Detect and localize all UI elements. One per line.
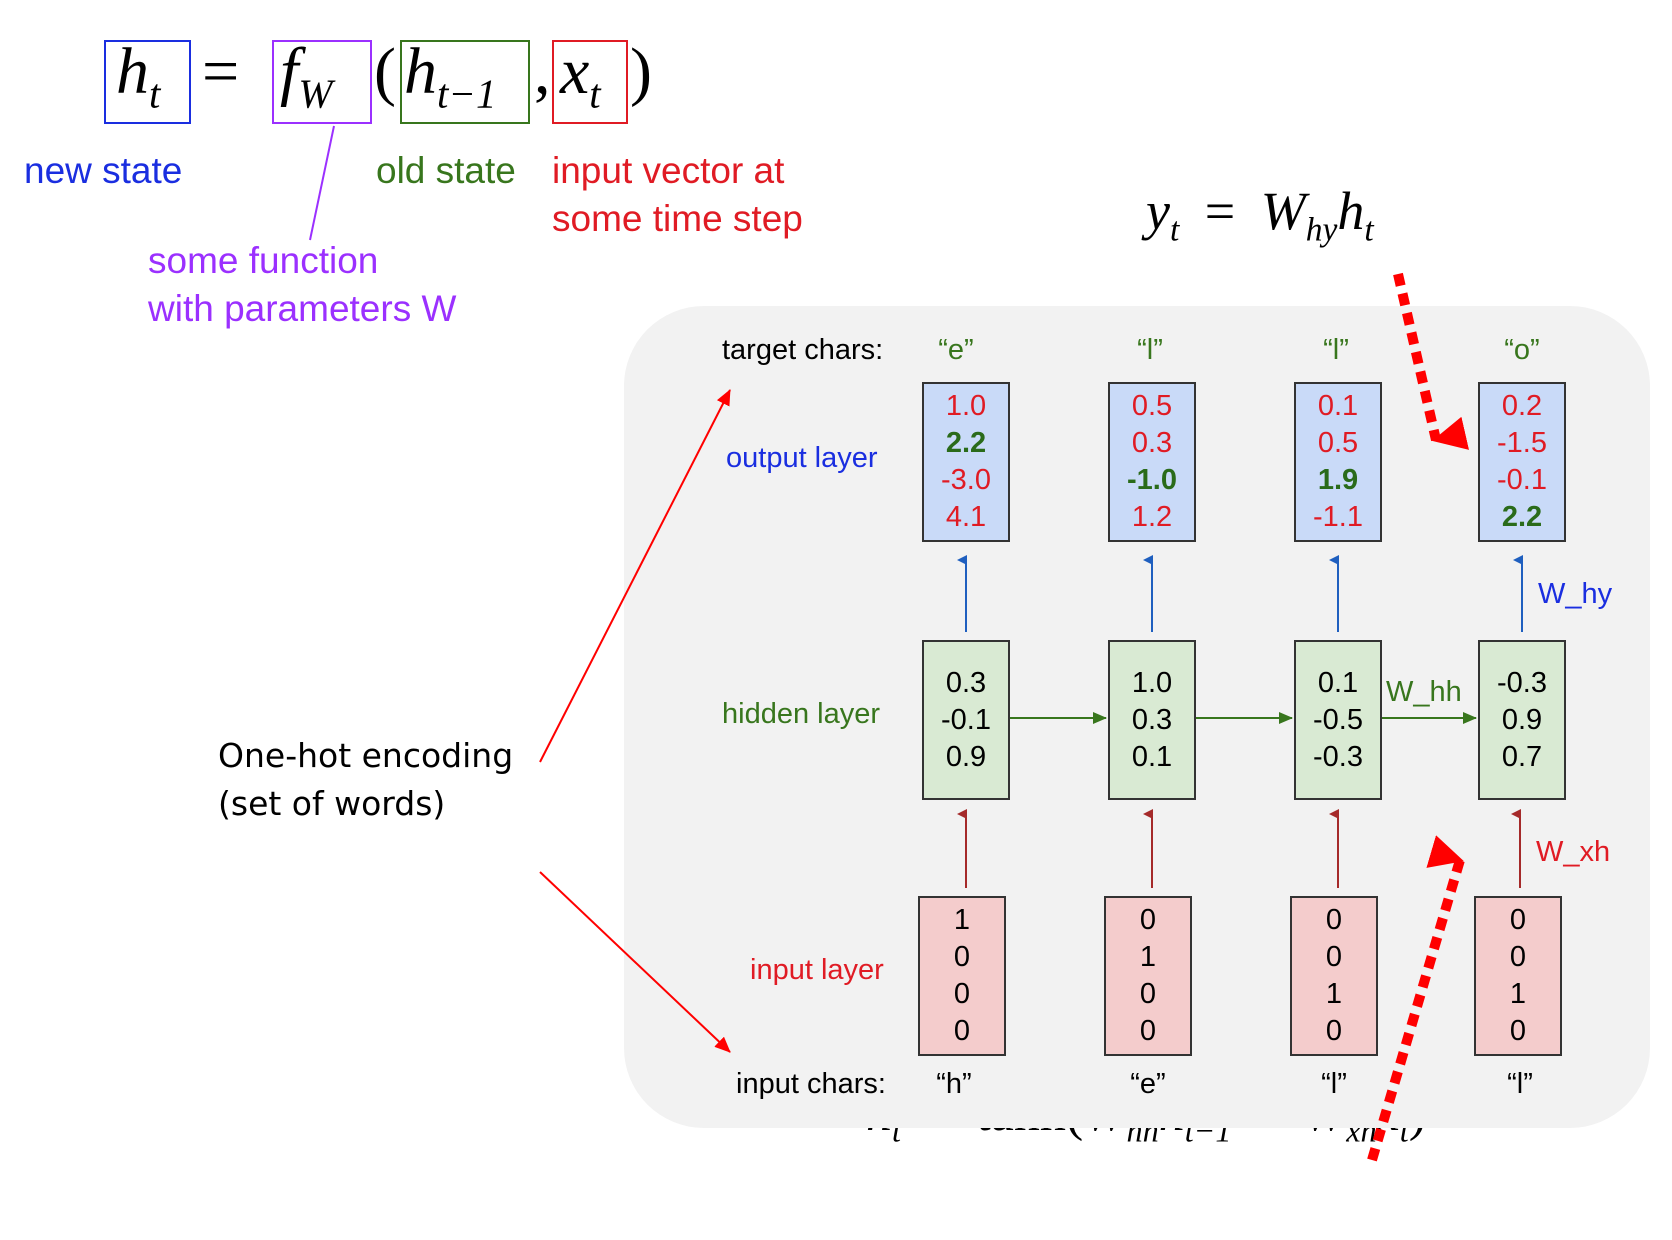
output-value: 0.5 (1131, 390, 1173, 422)
target-char: “l” (1137, 334, 1163, 366)
output-cell: 1.0 2.2 -3.0 4.1 (922, 382, 1010, 542)
output-cell: 0.2 -1.5 -0.1 2.2 (1478, 382, 1566, 542)
input-vector-label-1: input vector at (552, 150, 785, 191)
output-value: 0.2 (1501, 390, 1543, 422)
hidden-value: 0.7 (1501, 740, 1543, 773)
output-value: 0.1 (1317, 390, 1359, 422)
w-hy-label: W_hy (1538, 578, 1613, 610)
hidden-cell: 1.0 0.3 0.1 (1108, 640, 1196, 800)
input-value: 1 (1325, 978, 1343, 1010)
output-value: -1.1 (1313, 501, 1363, 533)
input-value: 0 (1325, 904, 1343, 936)
input-value: 0 (953, 941, 971, 973)
input-value: 0 (1325, 1015, 1343, 1047)
eq-old-state: ht−1 (404, 35, 497, 117)
old-state-box (400, 40, 530, 124)
w-xh-label: W_xh (1536, 836, 1611, 868)
eq-lhs: ht (116, 35, 161, 117)
hidden-layer-label: hidden layer (722, 698, 880, 730)
output-value: 1.0 (945, 390, 987, 422)
eq-close-paren: ) (630, 35, 652, 108)
output-value: 2.2 (945, 427, 987, 459)
input-layer-label: input layer (750, 954, 884, 986)
onehot-arrow-down (539, 871, 731, 1053)
input-value: 0 (1325, 941, 1343, 973)
input-value: 1 (1139, 941, 1157, 973)
input-cell: 0 0 1 0 (1474, 896, 1562, 1056)
input-value: 0 (1509, 904, 1527, 936)
eq-function: fW (280, 35, 333, 117)
input-value: 0 (953, 978, 971, 1010)
input-char: “h” (936, 1068, 972, 1100)
hidden-value: -0.3 (1313, 740, 1363, 773)
hidden-value: 0.3 (945, 666, 987, 699)
input-cell: 0 1 0 0 (1104, 896, 1192, 1056)
new-state-label: new state (24, 150, 183, 191)
hidden-value: -0.1 (941, 703, 991, 736)
input-value: 1 (953, 904, 971, 936)
input-value: 0 (1509, 1015, 1527, 1047)
output-value: -3.0 (941, 464, 991, 496)
output-layer-label: output layer (726, 442, 878, 474)
function-box (272, 40, 372, 124)
eq-equals: = (202, 35, 240, 108)
input-value: 0 (1509, 941, 1527, 973)
target-char: “l” (1323, 334, 1349, 366)
eq-input: xt (560, 35, 601, 117)
output-value: 0.5 (1317, 427, 1359, 459)
input-cell: 1 0 0 0 (918, 896, 1006, 1056)
output-value: 1.9 (1317, 464, 1359, 496)
hidden-value: 0.3 (1131, 703, 1173, 736)
input-value: 0 (1139, 1015, 1157, 1047)
output-value: 4.1 (945, 501, 987, 533)
hidden-value: 0.1 (1317, 666, 1359, 699)
hidden-value: 0.9 (1501, 703, 1543, 736)
function-label-2: with parameters W (148, 288, 457, 329)
eq-open-paren: ( (374, 35, 396, 108)
input-value: 0 (953, 1015, 971, 1047)
output-value: 0.3 (1131, 427, 1173, 459)
hidden-cell: -0.3 0.9 0.7 (1478, 640, 1566, 800)
input-value: 0 (1139, 978, 1157, 1010)
target-chars-label: target chars: (722, 334, 884, 366)
hidden-value: 0.1 (1131, 740, 1173, 773)
input-chars-label: input chars: (736, 1068, 886, 1100)
output-eq-dotted-arrow (1393, 272, 1470, 450)
new-state-box (104, 40, 191, 124)
target-char: “e” (938, 334, 974, 366)
hidden-eq-dotted-arrow (1367, 835, 1465, 1162)
hidden-cell: 0.3 -0.1 0.9 (922, 640, 1010, 800)
hidden-cell: 0.1 -0.5 -0.3 (1294, 640, 1382, 800)
onehot-label-1: One-hot encoding (218, 736, 514, 775)
old-state-label: old state (376, 150, 516, 191)
input-vector-box (552, 40, 628, 124)
function-label-1: some function (148, 240, 379, 281)
input-char: “l” (1507, 1068, 1533, 1100)
eq-comma: , (534, 35, 551, 108)
hidden-value: -0.3 (1497, 666, 1547, 699)
function-pointer-line (309, 125, 335, 241)
output-value: -1.5 (1497, 427, 1547, 459)
output-value: -0.1 (1497, 464, 1547, 496)
output-value: 2.2 (1501, 501, 1543, 533)
hidden-value: 0.9 (945, 740, 987, 773)
output-value: 1.2 (1131, 501, 1173, 533)
output-cell: 0.1 0.5 1.9 -1.1 (1294, 382, 1382, 542)
input-char: “e” (1130, 1068, 1166, 1100)
target-char: “o” (1504, 334, 1540, 366)
output-cell: 0.5 0.3 -1.0 1.2 (1108, 382, 1196, 542)
input-cell: 0 0 1 0 (1290, 896, 1378, 1056)
output-value: -1.0 (1127, 464, 1177, 496)
hidden-value: 1.0 (1131, 666, 1173, 699)
input-vector-label-2: some time step (552, 198, 803, 239)
hidden-value: -0.5 (1313, 703, 1363, 736)
onehot-label-2: (set of words) (218, 784, 446, 823)
input-char: “l” (1321, 1068, 1347, 1100)
output-equation: yt = Whyht (1146, 181, 1374, 249)
onehot-arrow-up (539, 389, 731, 763)
input-value: 0 (1139, 904, 1157, 936)
input-value: 1 (1509, 978, 1527, 1010)
w-hh-label: W_hh (1386, 676, 1462, 708)
